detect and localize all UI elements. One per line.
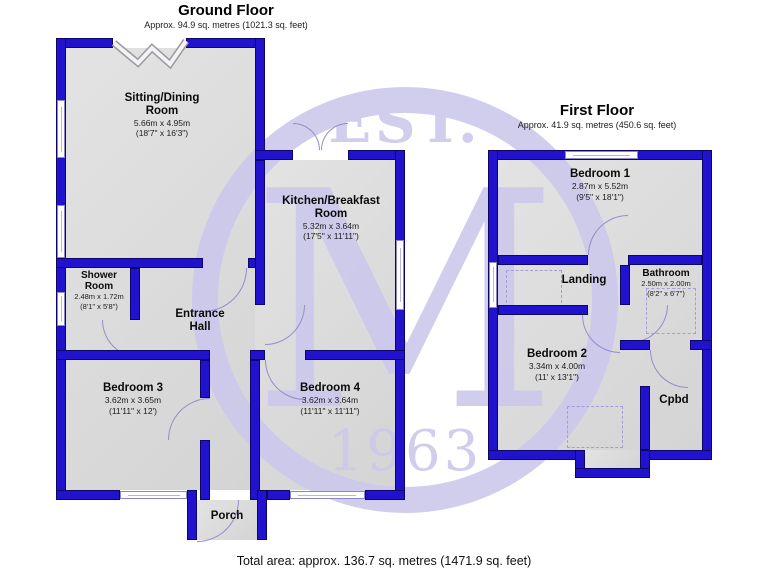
ground-floor-title: Ground Floor: [178, 2, 274, 19]
wall-segment: [255, 38, 265, 160]
ground-floor-title-block: Ground Floor Approx. 94.9 sq. metres (10…: [144, 2, 308, 30]
wall-segment: [640, 450, 712, 460]
first-floor-title: First Floor: [559, 102, 635, 119]
ground-floor-subtitle: Approx. 94.9 sq. metres (1021.3 sq. feet…: [144, 20, 308, 30]
watermark-est-text: EST.: [328, 90, 481, 156]
room-label-sitting-dining: Sitting/Dining Room 5.66m x 4.95m (18'7"…: [112, 92, 212, 139]
room-name: Bedroom 3: [102, 382, 164, 394]
room-label-entrance-hall: Entrance Hall: [170, 308, 230, 334]
room-dims-metric: 5.66m x 4.95m: [133, 117, 191, 128]
room-name: Entrance Hall: [175, 308, 225, 333]
room-name: Shower Room: [80, 270, 118, 293]
kitchen-door-arc-left: [293, 123, 320, 150]
room-name: Bedroom 1: [569, 168, 631, 180]
wall-segment: [200, 440, 210, 500]
room-name: Porch: [210, 510, 244, 522]
room-name: Cpbd: [659, 394, 689, 406]
room-dims-imperial: (11'11" x 11'11"): [300, 405, 360, 416]
window: [489, 262, 497, 308]
wall-segment: [640, 386, 650, 450]
wall-segment: [250, 360, 260, 500]
room-label-bedroom1: Bedroom 1 2.87m x 5.52m (9'5" x 18'1"): [540, 168, 660, 202]
wall-segment: [255, 160, 265, 305]
room-name: Bedroom 2: [526, 348, 588, 360]
room-label-kitchen: Kitchen/Breakfast Room 5.32m x 3.64m (17…: [273, 195, 389, 242]
room-name: Bathroom: [642, 268, 690, 279]
bay-window-zigzag: [111, 39, 189, 70]
kitchen-door-arc-right: [321, 123, 348, 150]
room-dims-metric: 3.62m x 3.65m: [104, 394, 162, 405]
first-floor-title-block: First Floor Approx. 41.9 sq. metres (450…: [518, 102, 677, 130]
wall-segment: [267, 490, 290, 500]
room-label-cupboard: Cpbd: [649, 394, 699, 407]
room-label-bedroom4: Bedroom 4 3.62m x 3.64m (11'11" x 11'11"…: [270, 382, 390, 416]
room-name: Sitting/Dining Room: [124, 92, 200, 117]
window: [57, 292, 65, 326]
wall-segment: [56, 350, 210, 360]
wall-segment: [186, 38, 265, 48]
wall-segment: [257, 490, 267, 540]
wall-segment: [365, 490, 405, 500]
wall-segment: [628, 255, 702, 265]
room-dims-imperial: (8'2" x 6'7"): [647, 288, 685, 298]
wall-segment: [187, 490, 197, 540]
total-area-caption: Total area: approx. 136.7 sq. metres (14…: [236, 554, 532, 568]
room-label-bathroom: Bathroom 2.50m x 2.00m (8'2" x 6'7"): [634, 268, 698, 298]
wall-segment: [395, 150, 405, 500]
window: [396, 240, 404, 310]
window: [57, 205, 65, 258]
wall-segment: [200, 360, 210, 398]
wall-segment: [498, 255, 588, 265]
window: [120, 491, 187, 499]
room-dims-imperial: (8'1" x 5'8"): [80, 301, 118, 311]
wall-segment: [56, 258, 203, 268]
wall-segment: [488, 450, 585, 460]
room-name: Landing: [561, 274, 607, 286]
room-dims-imperial: (11'11" x 12'): [109, 405, 157, 416]
room-dims-metric: 2.50m x 2.00m: [641, 279, 691, 289]
bedroom2-feature-outline: [567, 406, 623, 448]
first-floor-notch: [585, 450, 640, 468]
room-label-bedroom2: Bedroom 2 3.34m x 4.00m (11' x 13'1"): [497, 348, 617, 382]
wall-segment: [702, 150, 712, 460]
wall-segment: [690, 340, 712, 350]
room-dims-metric: 2.48m x 1.72m: [74, 292, 124, 302]
room-dims-imperial: (18'7" x 16'3"): [135, 128, 189, 139]
window: [565, 151, 638, 159]
room-name: Kitchen/Breakfast Room: [282, 195, 380, 220]
wall-segment: [575, 468, 650, 478]
room-label-porch: Porch: [197, 510, 257, 523]
wall-segment: [620, 340, 650, 350]
room-dims-imperial: (17'5" x 11'11"): [303, 231, 359, 242]
wall-segment: [620, 265, 630, 305]
room-dims-metric: 2.87m x 5.52m: [571, 180, 629, 191]
room-dims-metric: 3.62m x 3.64m: [301, 394, 359, 405]
wall-segment: [250, 350, 265, 360]
room-label-bedroom3: Bedroom 3 3.62m x 3.65m (11'11" x 12'): [73, 382, 193, 416]
room-label-landing: Landing: [549, 274, 619, 287]
wall-segment: [56, 490, 120, 500]
first-floor-subtitle: Approx. 41.9 sq. metres (450.6 sq. feet): [517, 120, 677, 130]
wall-segment: [255, 150, 293, 160]
room-dims-metric: 5.32m x 3.64m: [302, 220, 360, 231]
window: [57, 100, 65, 158]
room-label-shower: Shower Room 2.48m x 1.72m (8'1" x 5'8"): [70, 270, 128, 311]
wall-segment: [130, 268, 140, 320]
room-dims-imperial: (11' x 13'1"): [535, 371, 579, 382]
room-dims-metric: 3.34m x 4.00m: [528, 360, 586, 371]
wall-segment: [305, 350, 405, 360]
wall-segment: [498, 305, 588, 315]
room-name: Bedroom 4: [299, 382, 361, 394]
room-dims-imperial: (9'5" x 18'1"): [576, 191, 624, 202]
window: [290, 491, 365, 499]
